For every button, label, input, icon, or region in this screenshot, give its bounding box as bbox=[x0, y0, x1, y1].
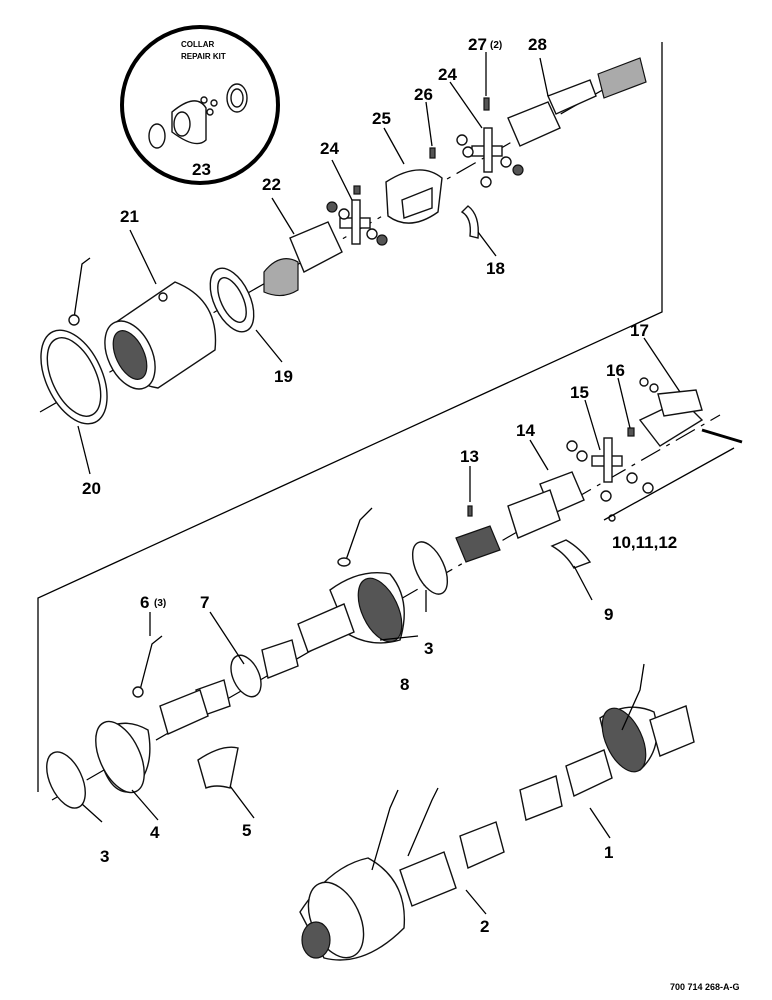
ring-7 bbox=[230, 654, 262, 698]
callout-24-right: 24 bbox=[438, 65, 457, 84]
middle-assembly bbox=[261, 377, 743, 679]
bearing-ring-3-lower bbox=[46, 751, 86, 809]
callout-26: 26 bbox=[414, 85, 433, 104]
kit-snap-ring bbox=[148, 123, 166, 149]
bearing-13 bbox=[455, 525, 501, 563]
callout-23: 23 bbox=[192, 160, 211, 179]
shield-5 bbox=[197, 746, 239, 789]
callout-24-left: 24 bbox=[320, 139, 339, 158]
yoke-22 bbox=[289, 221, 343, 273]
callout-25: 25 bbox=[372, 109, 391, 128]
safety-chain-8 bbox=[345, 507, 373, 561]
callout-28: 28 bbox=[528, 35, 547, 54]
callout-18: 18 bbox=[486, 259, 505, 278]
cross-kit-15 bbox=[566, 437, 654, 522]
tube-2 bbox=[399, 851, 457, 907]
callout-10-11-12: 10,11,12 bbox=[612, 533, 677, 552]
grease-fitting-26 bbox=[429, 147, 436, 159]
callout-9: 9 bbox=[604, 605, 613, 624]
tube-14 bbox=[507, 489, 561, 539]
callout-27: 27 bbox=[468, 35, 487, 54]
tube-1-inner bbox=[519, 775, 563, 821]
upper-assembly bbox=[40, 57, 647, 425]
grease-fitting-27 bbox=[483, 97, 490, 111]
callout-6-qty: (3) bbox=[154, 598, 166, 609]
shaft-8 bbox=[297, 603, 355, 653]
callout-13: 13 bbox=[460, 447, 479, 466]
callout-4: 4 bbox=[150, 823, 160, 842]
callout-27-qty: (2) bbox=[490, 40, 502, 51]
yoke-28 bbox=[507, 101, 561, 147]
tube-1 bbox=[565, 749, 613, 797]
callouts: 1 2 3 3 4 5 6 (3) 7 8 9 10,11,12 13 14 1… bbox=[82, 35, 677, 936]
bearing-ring-3-upper bbox=[411, 541, 449, 595]
safety-chain-2b bbox=[407, 787, 439, 857]
safety-chain-1 bbox=[621, 663, 645, 731]
callout-16: 16 bbox=[606, 361, 625, 380]
callout-8: 8 bbox=[400, 675, 409, 694]
kit-label-line2: REPAIR KIT bbox=[181, 52, 226, 61]
fitting-16 bbox=[627, 427, 635, 437]
tube-section bbox=[261, 639, 299, 679]
callout-15: 15 bbox=[570, 383, 589, 402]
collar-repair-kit: COLLAR REPAIR KIT bbox=[120, 25, 280, 185]
splined-shaft-28 bbox=[597, 57, 647, 99]
callout-5: 5 bbox=[242, 821, 251, 840]
shield-segment-18 bbox=[460, 205, 479, 239]
callout-17: 17 bbox=[630, 321, 649, 340]
lower-right-assembly bbox=[299, 663, 695, 961]
cross-kit-24-left bbox=[326, 185, 388, 246]
shaft-28 bbox=[547, 79, 597, 115]
callout-3-lower: 3 bbox=[100, 847, 109, 866]
safety-chain-21 bbox=[73, 257, 91, 319]
callout-6: 6 bbox=[140, 593, 149, 612]
shield-9 bbox=[550, 539, 592, 569]
leader-lines bbox=[77, 52, 735, 915]
yoke-1 bbox=[649, 705, 695, 757]
callout-1: 1 bbox=[604, 843, 613, 862]
safety-chain-2a bbox=[371, 789, 399, 871]
callout-21: 21 bbox=[120, 207, 139, 226]
callout-19: 19 bbox=[274, 367, 293, 386]
kit-label-line1: COLLAR bbox=[181, 40, 215, 49]
collar-22 bbox=[263, 258, 299, 297]
tube-4 bbox=[159, 689, 209, 735]
callout-20: 20 bbox=[82, 479, 101, 498]
lower-left-assembly bbox=[46, 635, 262, 809]
callout-3-upper: 3 bbox=[424, 639, 433, 658]
callout-14: 14 bbox=[516, 421, 535, 440]
tube-2-inner bbox=[459, 821, 505, 869]
callout-2: 2 bbox=[480, 917, 489, 936]
callout-7: 7 bbox=[200, 593, 209, 612]
drawing-reference: 700 714 268-A-G bbox=[670, 982, 740, 992]
callout-22: 22 bbox=[262, 175, 281, 194]
safety-chain-6 bbox=[139, 635, 163, 691]
cross-kit-24-right bbox=[456, 127, 524, 188]
